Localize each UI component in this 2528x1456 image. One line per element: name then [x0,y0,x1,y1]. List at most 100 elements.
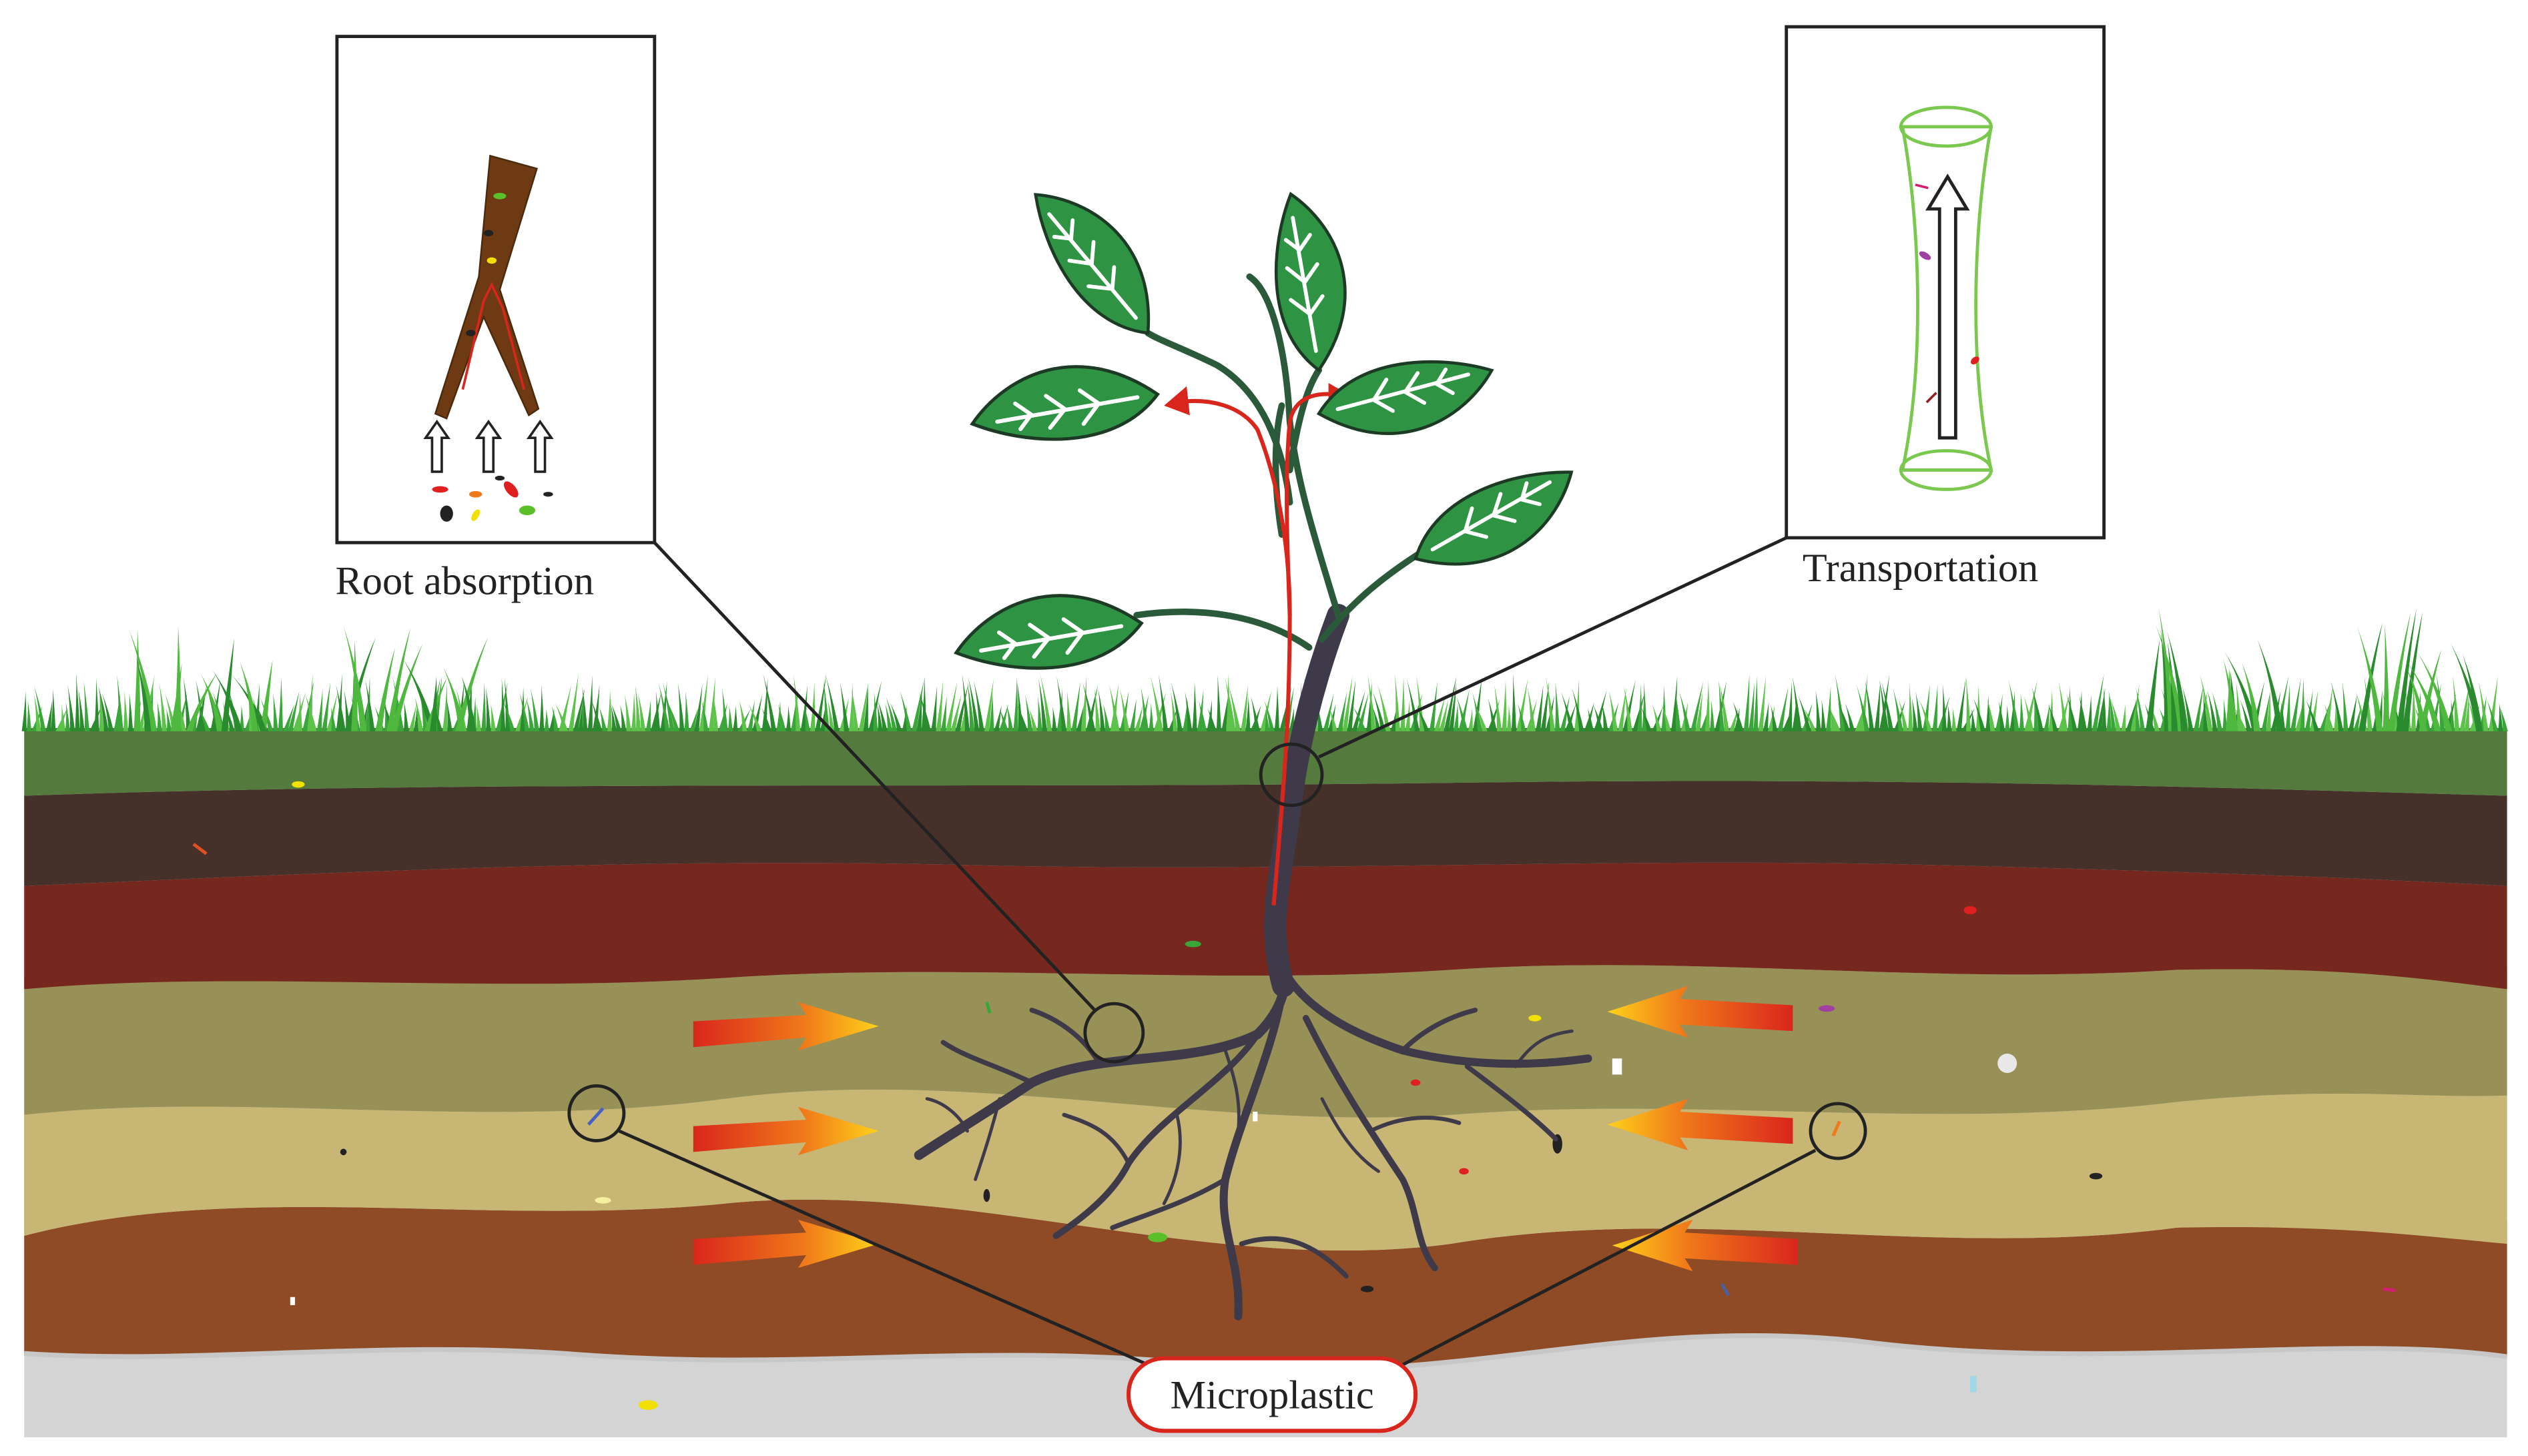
leaf [1405,468,1584,573]
grass-blade [2106,693,2112,731]
grass-blade [1040,674,1052,731]
grass-blade [65,701,71,731]
grass-blade [2023,695,2034,731]
grass-blade [137,699,147,731]
grass-blade [336,685,346,731]
grass-blade [1028,708,1038,731]
grass-blade [1700,708,1709,731]
grass-blade [117,675,123,731]
grass-blade [1353,706,1367,731]
grass-blade [1337,691,1347,731]
grass-blade [1792,699,1797,731]
grass-blade [999,708,1009,731]
grass-blade [1748,682,1755,731]
arrow-right [693,1219,879,1268]
grass-blade [520,687,525,731]
grass-blade [443,667,466,731]
grass-blade [989,691,994,731]
grass-blade [1879,679,1889,731]
grass-blade [960,705,966,731]
grass-blade [794,675,801,731]
grass-blade [2449,699,2455,731]
grass-blade [620,705,627,731]
grass-blade [2193,684,2204,731]
grass-blade [701,700,709,731]
grass-blade [1661,685,1666,731]
grass-blade [1038,677,1048,731]
grass-blade [302,681,314,731]
grass-blade [1536,685,1544,731]
grass-blade [1821,699,1826,731]
grass-blade [777,704,786,731]
up-arrows [423,419,554,473]
grass-blade [645,699,651,731]
grass-blade [98,685,109,731]
grass-blade [365,676,370,731]
grass-blade [1228,685,1241,731]
grass-blade [1094,688,1100,731]
grass-blade [1444,676,1457,731]
grass-blade [1199,700,1207,731]
grass-blade [2031,687,2044,731]
grass-blade [2305,699,2320,731]
grass-blade [916,691,922,731]
grass-blade [1545,695,1555,731]
grass-blade [135,657,151,731]
grass-blade [677,683,685,731]
grass-blade [823,680,830,731]
grass-blade [1560,691,1575,731]
grass-blade [1488,698,1498,731]
grass-blade [2348,694,2357,731]
grass-blade [1342,675,1353,731]
grass-blade [94,677,99,731]
grass-blade [1024,694,1033,731]
brown-soil-layer [24,1199,2507,1370]
grass-blade [1787,681,1793,731]
grass-blade [244,708,253,731]
grass-blade [2383,624,2390,731]
grass-blade [2453,675,2460,731]
grass-blade [2008,680,2019,731]
grass-blade [390,643,423,731]
grass-blade [886,696,898,731]
grass-blade [1448,682,1457,731]
grass-blade [1226,673,1231,731]
grass-blade [1695,691,1703,731]
grass-blade [631,692,637,731]
upward-transport-arrow [1925,173,1970,440]
grass-blade [1456,695,1468,731]
grass-blade [1066,690,1072,731]
grass-blade [2290,677,2301,731]
grass-blade [186,673,217,731]
grass-blade [1951,707,1957,731]
grass-blade [877,700,888,731]
grass-blade [761,708,771,731]
grass-blade [1856,684,1870,731]
leaf [1257,194,1362,373]
grass-blade [1366,681,1372,731]
stem-callout-circle [1259,742,1324,807]
grass-blade [568,673,579,731]
grass-blade [530,688,540,731]
grass-blade [1987,699,1995,731]
grass-blade [1367,674,1376,731]
grass-blade [1792,676,1802,731]
grass-blade [1264,699,1275,731]
grass-blade [2066,693,2078,731]
grass-blade [1141,686,1149,731]
transportation-inset [1785,25,2106,540]
grass-blade [1845,703,1855,731]
grass-blade [2342,681,2348,731]
grass-blade [1494,684,1502,731]
grass-blade [170,663,182,731]
grass-blade [1289,707,1294,731]
grass-blade [1429,681,1438,731]
grass-blade [1351,690,1365,731]
grass-blade [611,705,617,731]
grass-blade [1468,708,1473,731]
grass-blade [2330,681,2344,731]
grass-blade [1632,692,1645,731]
grass-blade [1640,705,1652,731]
grass-blade [655,691,661,731]
